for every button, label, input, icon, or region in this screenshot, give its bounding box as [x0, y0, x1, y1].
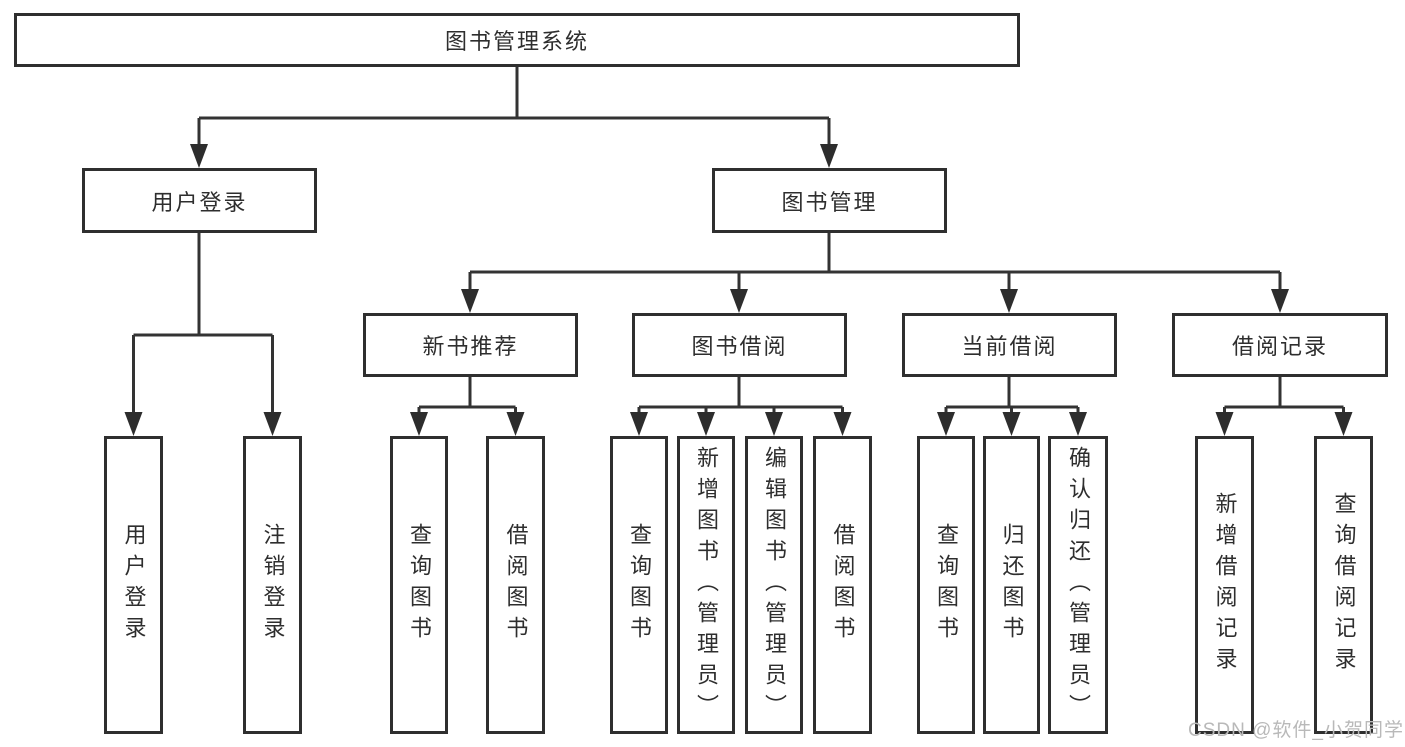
node-borrow-books-recommend: 借阅图书: [486, 436, 545, 734]
node-add-borrow-record: 新增借阅记录: [1195, 436, 1254, 734]
node-borrowing-records: 借阅记录: [1172, 313, 1388, 377]
node-query-borrow-record: 查询借阅记录: [1314, 436, 1373, 734]
node-return-books: 归还图书: [983, 436, 1040, 734]
node-query-books-current: 查询图书: [917, 436, 975, 734]
node-user-login: 用户登录: [82, 168, 317, 233]
node-book-borrowing: 图书借阅: [632, 313, 847, 377]
node-confirm-return-admin: 确认归还（管理员）: [1048, 436, 1108, 734]
node-book-management: 图书管理: [712, 168, 947, 233]
node-query-books-recommend: 查询图书: [390, 436, 448, 734]
node-borrow-books-leaf: 借阅图书: [813, 436, 872, 734]
watermark: CSDN @软件_小贺同学: [1188, 720, 1404, 741]
node-current-borrowing: 当前借阅: [902, 313, 1117, 377]
node-query-books-borrowing: 查询图书: [610, 436, 668, 734]
node-add-book-admin: 新增图书（管理员）: [677, 436, 735, 734]
node-user-login-leaf: 用户登录: [104, 436, 163, 734]
node-logout-leaf: 注销登录: [243, 436, 302, 734]
node-new-book-recommend: 新书推荐: [363, 313, 578, 377]
node-edit-book-admin: 编辑图书（管理员）: [745, 436, 803, 734]
node-library-management-system: 图书管理系统: [14, 13, 1020, 67]
